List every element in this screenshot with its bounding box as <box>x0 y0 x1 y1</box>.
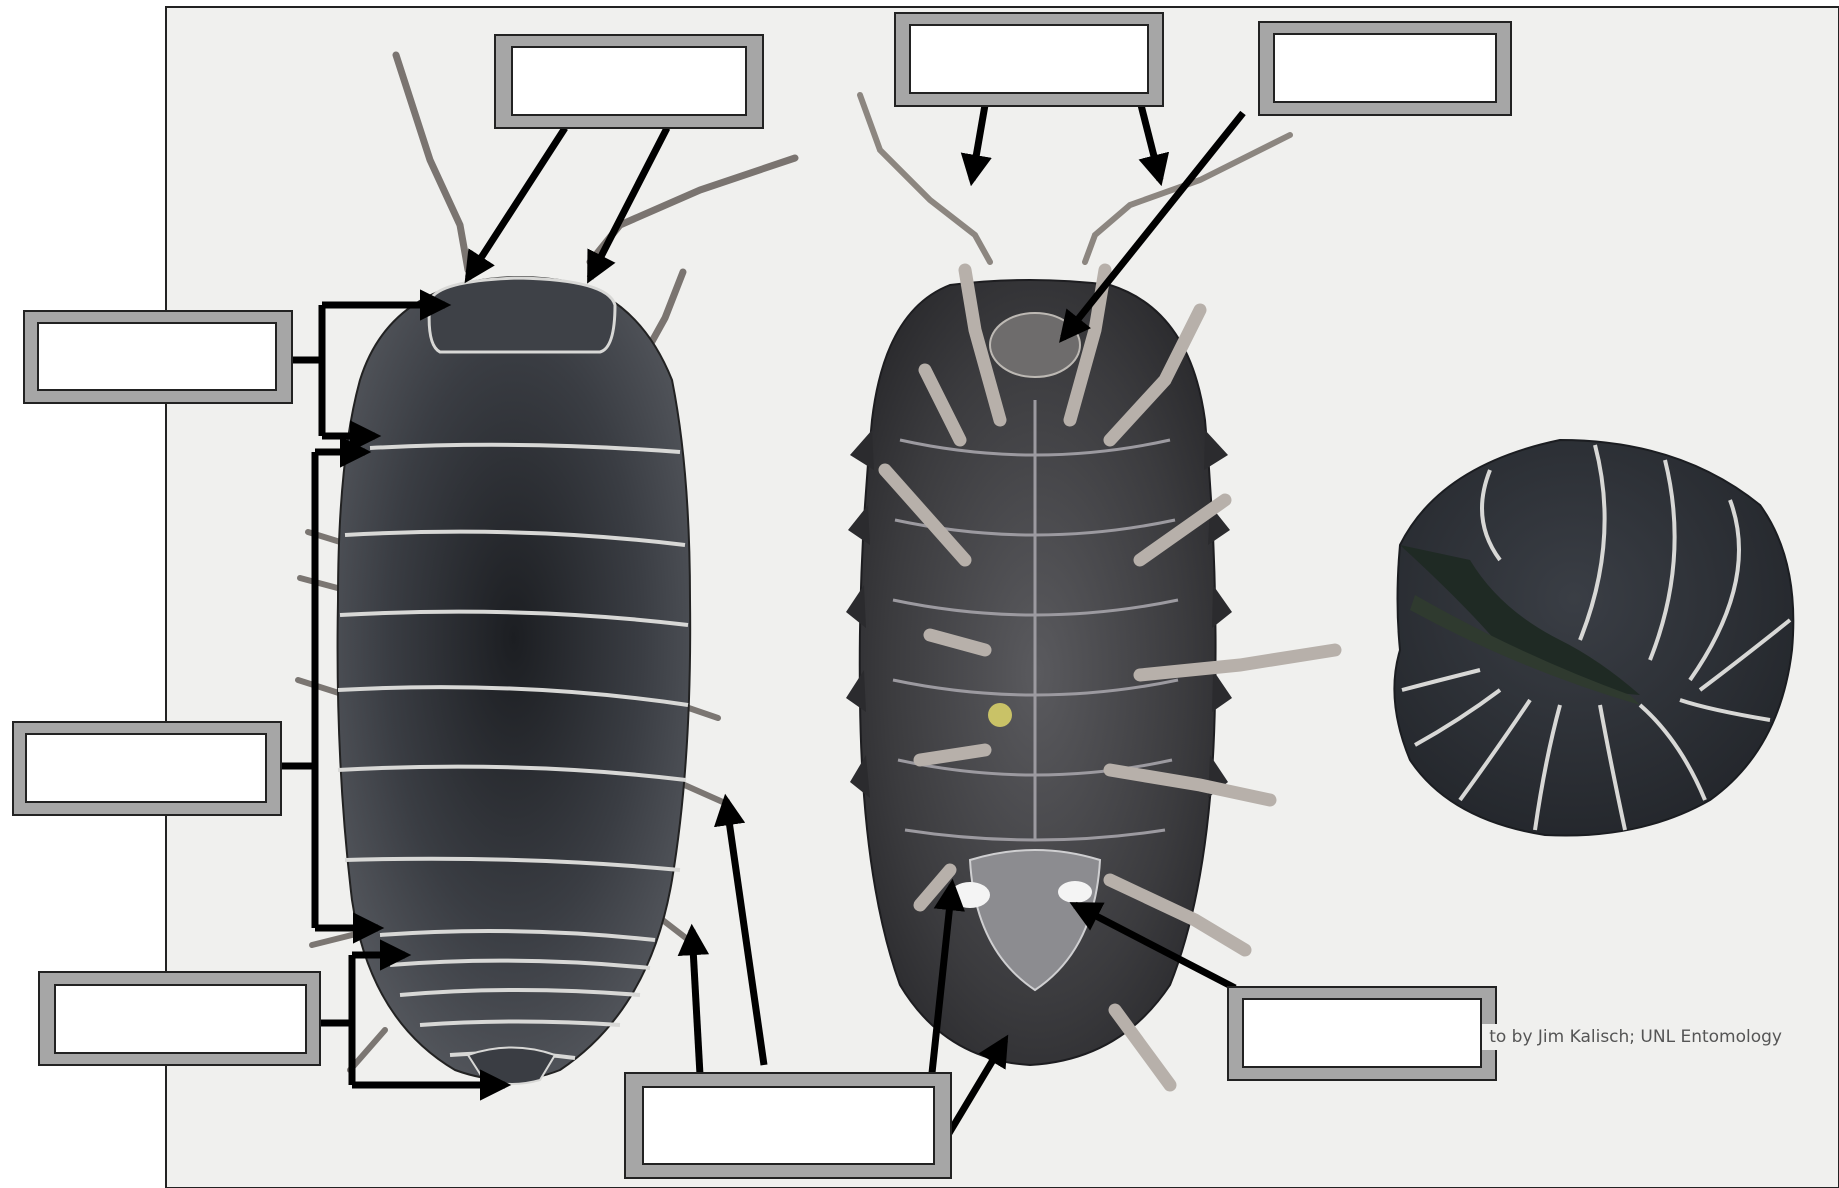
label-box-left-lower[interactable] <box>39 972 320 1065</box>
label-box-bottom-middle[interactable] <box>625 1073 951 1178</box>
label-box-top-left[interactable] <box>495 35 763 128</box>
rolled-body <box>1394 440 1793 836</box>
label-box-top-right[interactable] <box>1259 22 1511 115</box>
label-box-top-middle[interactable] <box>895 13 1163 106</box>
photo-credit: to by Jim Kalisch; UNL Entomology <box>1482 1024 1784 1050</box>
rolled-pillbug <box>1394 440 1793 836</box>
dorsal-head <box>429 278 615 352</box>
label-box-left-upper[interactable] <box>24 311 292 403</box>
label-box-bottom-right[interactable] <box>1228 987 1496 1080</box>
label-box-left-middle[interactable] <box>13 722 281 815</box>
